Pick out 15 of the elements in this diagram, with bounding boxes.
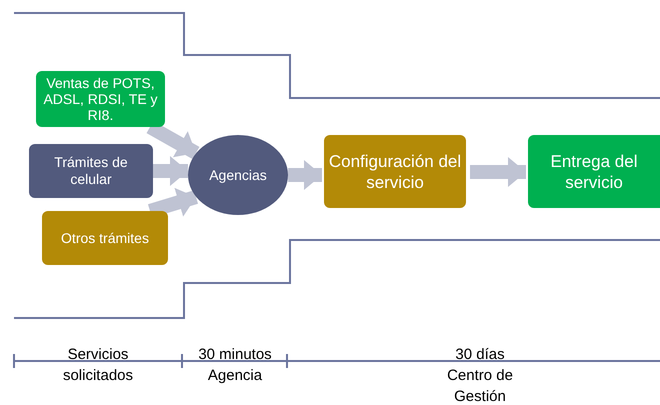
timeline-label: 30 días <box>454 345 506 365</box>
process-box: Otros trámites <box>42 211 168 265</box>
agency-ellipse: Agencias <box>188 135 288 215</box>
process-box: Entrega del servicio <box>528 135 660 208</box>
block-arrow <box>288 160 322 190</box>
process-box: Trámites de celular <box>29 144 153 198</box>
timeline-label: Servicios solicitados <box>62 345 134 386</box>
timeline-label: Centro de Gestión <box>446 366 514 405</box>
process-box: Configuración del servicio <box>324 135 466 208</box>
process-box: Ventas de POTS, ADSL, RDSI, TE y RI8. <box>36 71 165 127</box>
block-arrow <box>153 156 188 186</box>
timeline-label: 30 minutos <box>197 345 273 365</box>
block-arrow <box>148 188 198 218</box>
timeline-label: Agencia <box>206 366 264 386</box>
block-arrow <box>470 157 526 187</box>
